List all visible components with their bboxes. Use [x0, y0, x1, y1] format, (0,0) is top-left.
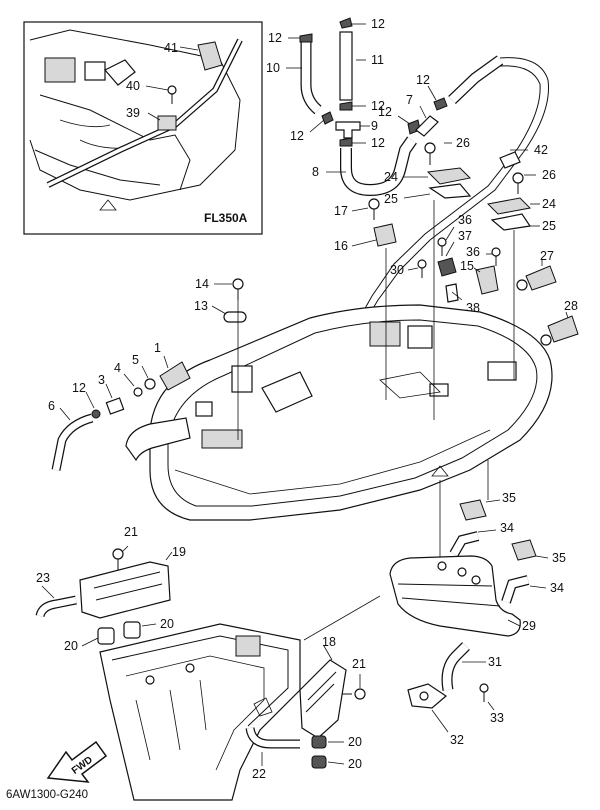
left-fittings: 1 5 4 3 12 6: [48, 341, 191, 471]
callout-20: 20: [160, 617, 174, 631]
callout-36: 36: [458, 213, 472, 227]
callout-20: 20: [348, 735, 362, 749]
callout-19: 19: [172, 545, 186, 559]
bottom-cowling: [125, 304, 553, 521]
callout-35: 35: [502, 491, 516, 505]
callout-10: 10: [266, 61, 280, 75]
diagram-part-code: 6AW1300-G240: [6, 789, 88, 801]
brackets-and-bolts: 26 24 25 26 24 25 17 16 36 37 30 38: [194, 136, 579, 489]
callout-12: 12: [371, 17, 385, 31]
reference-lines: [237, 200, 515, 641]
callout-13: 13: [194, 299, 208, 313]
inset-detail: 41 40 39 FL350A: [23, 21, 263, 235]
callout-32: 32: [450, 733, 464, 747]
callout-21: 21: [352, 657, 366, 671]
callout-29: 29: [522, 619, 536, 633]
callout-36: 36: [466, 245, 480, 259]
callout-28: 28: [564, 299, 578, 313]
callout-12: 12: [268, 31, 282, 45]
callout-33: 33: [490, 711, 504, 725]
callout-42: 42: [534, 143, 548, 157]
callout-37: 37: [458, 229, 472, 243]
callout-25: 25: [384, 192, 398, 206]
callout-12: 12: [290, 129, 304, 143]
callout-18: 18: [322, 635, 336, 649]
callout-8: 8: [312, 165, 319, 179]
callout-35: 35: [552, 551, 566, 565]
callout-7: 7: [406, 93, 413, 107]
callout-4: 4: [114, 361, 121, 375]
callout-22: 22: [252, 767, 266, 781]
callout-15: 15: [460, 259, 474, 273]
callout-12: 12: [72, 381, 86, 395]
callout-25: 25: [542, 219, 556, 233]
callout-34: 34: [500, 521, 514, 535]
callout-30: 30: [390, 263, 404, 277]
callout-20: 20: [348, 757, 362, 771]
callout-16: 16: [334, 239, 348, 253]
callout-21: 21: [124, 525, 138, 539]
callout-24: 24: [542, 197, 556, 211]
callout-20: 20: [64, 639, 78, 653]
callout-12: 12: [371, 136, 385, 150]
lower-right-parts: 18 21 20 20 22: [245, 635, 366, 781]
callout-12: 12: [416, 73, 430, 87]
callout-12: 12: [371, 99, 385, 113]
callout-11: 11: [371, 53, 384, 67]
upper-hoses: 12 12 10 11 12 12 9 12 8 7 12 12 42: [266, 17, 550, 461]
callout-31: 31: [488, 655, 502, 669]
silencer-assembly: 29 35 34 35 34 31 32 33: [389, 491, 566, 747]
fwd-arrow: FWD: [46, 740, 108, 783]
callout-34: 34: [550, 581, 564, 595]
callout-40: 40: [126, 79, 140, 93]
callout-14: 14: [195, 277, 209, 291]
callout-39: 39: [126, 106, 140, 120]
callout-26: 26: [542, 168, 556, 182]
callout-12: 12: [378, 105, 392, 119]
callout-9: 9: [371, 119, 378, 133]
callout-41: 41: [164, 41, 178, 55]
callout-6: 6: [48, 399, 55, 413]
callout-3: 3: [98, 373, 105, 387]
lower-left-parts: 21 19 23 20 20: [35, 525, 186, 653]
callout-17: 17: [334, 204, 348, 218]
callout-5: 5: [132, 353, 139, 367]
callout-26: 26: [456, 136, 470, 150]
lower-case: [99, 623, 301, 801]
callout-23: 23: [36, 571, 50, 585]
callout-1: 1: [154, 341, 161, 355]
callout-27: 27: [540, 249, 554, 263]
callout-24: 24: [384, 170, 398, 184]
inset-code: FL350A: [204, 211, 248, 225]
